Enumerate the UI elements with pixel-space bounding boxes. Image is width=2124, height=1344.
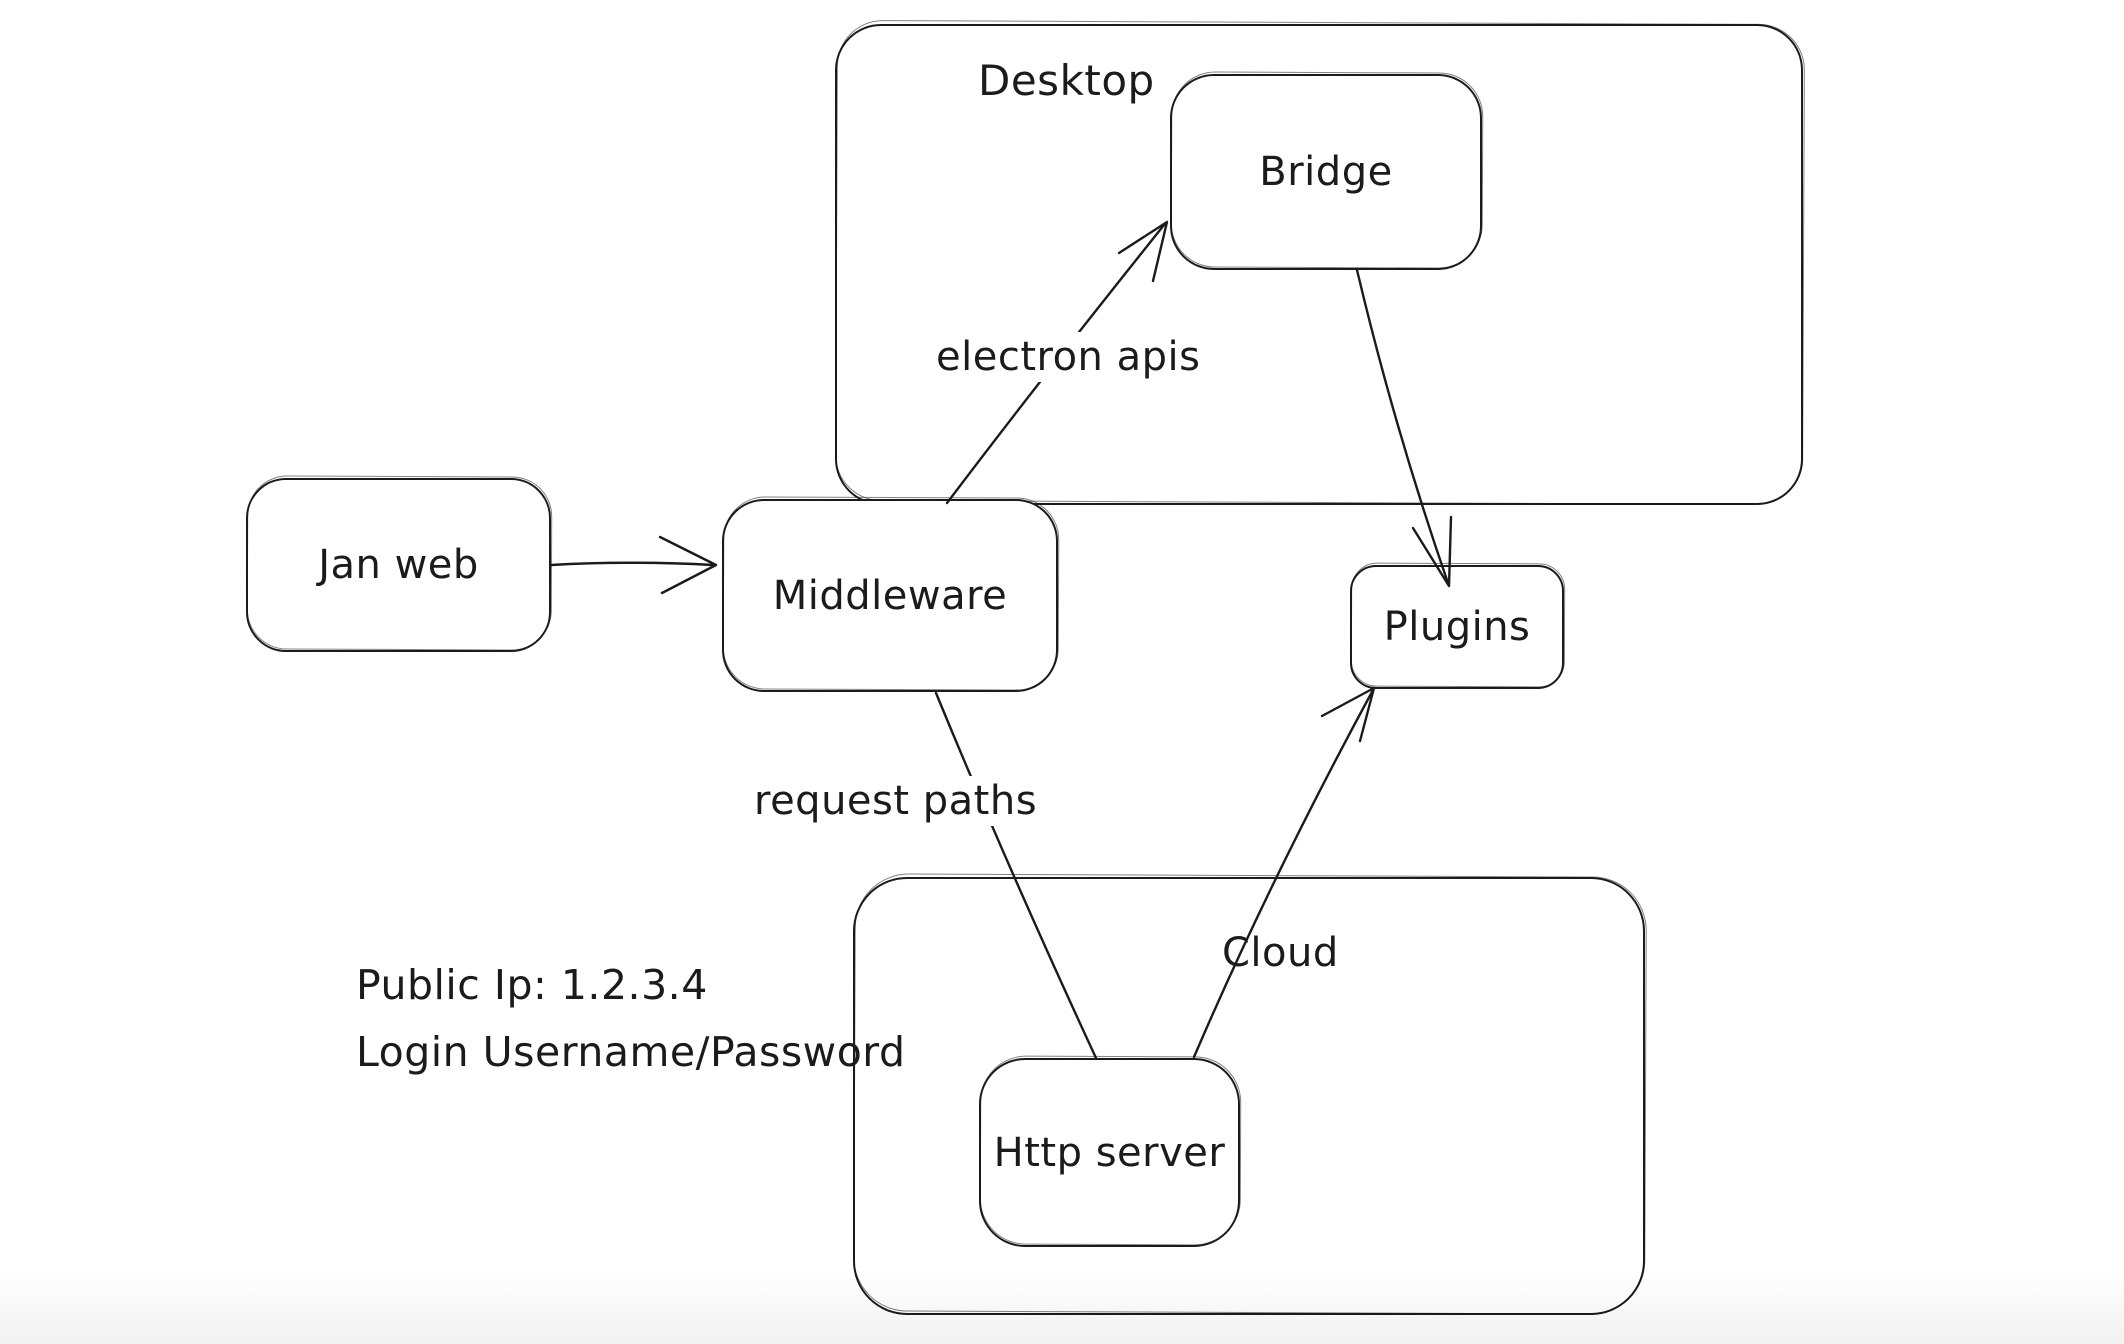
node-middleware: Middleware — [722, 499, 1058, 692]
annotation-credentials: Public Ip: 1.2.3.4 Login Username/Passwo… — [356, 952, 905, 1086]
node-jan-web-label: Jan web — [318, 542, 479, 588]
node-bridge: Bridge — [1170, 74, 1482, 270]
desktop-container-label: Desktop — [978, 56, 1155, 105]
edge-http-server-to-plugins-arrowhead — [1320, 686, 1376, 743]
annotation-login: Login Username/Password — [356, 1028, 906, 1076]
bottom-edge-gradient — [0, 1272, 2124, 1344]
node-jan-web: Jan web — [246, 478, 551, 652]
node-http-server-label: Http server — [993, 1129, 1226, 1176]
edge-label-request-paths: request paths — [746, 776, 1046, 826]
edge-jan-web-to-middleware-line — [549, 561, 715, 567]
edge-label-electron-apis: electron apis — [928, 332, 1209, 382]
edge-jan-web-to-middleware — [549, 535, 718, 595]
node-bridge-label: Bridge — [1259, 149, 1393, 195]
node-plugins: Plugins — [1350, 565, 1564, 689]
node-http-server: Http server — [979, 1058, 1240, 1247]
desktop-container — [835, 24, 1803, 505]
node-plugins-label: Plugins — [1383, 604, 1531, 650]
annotation-public-ip: Public Ip: 1.2.3.4 — [356, 961, 708, 1009]
node-middleware-label: Middleware — [772, 572, 1008, 619]
edge-jan-web-to-middleware-arrowhead — [658, 535, 718, 595]
cloud-container-label: Cloud — [1222, 930, 1339, 976]
